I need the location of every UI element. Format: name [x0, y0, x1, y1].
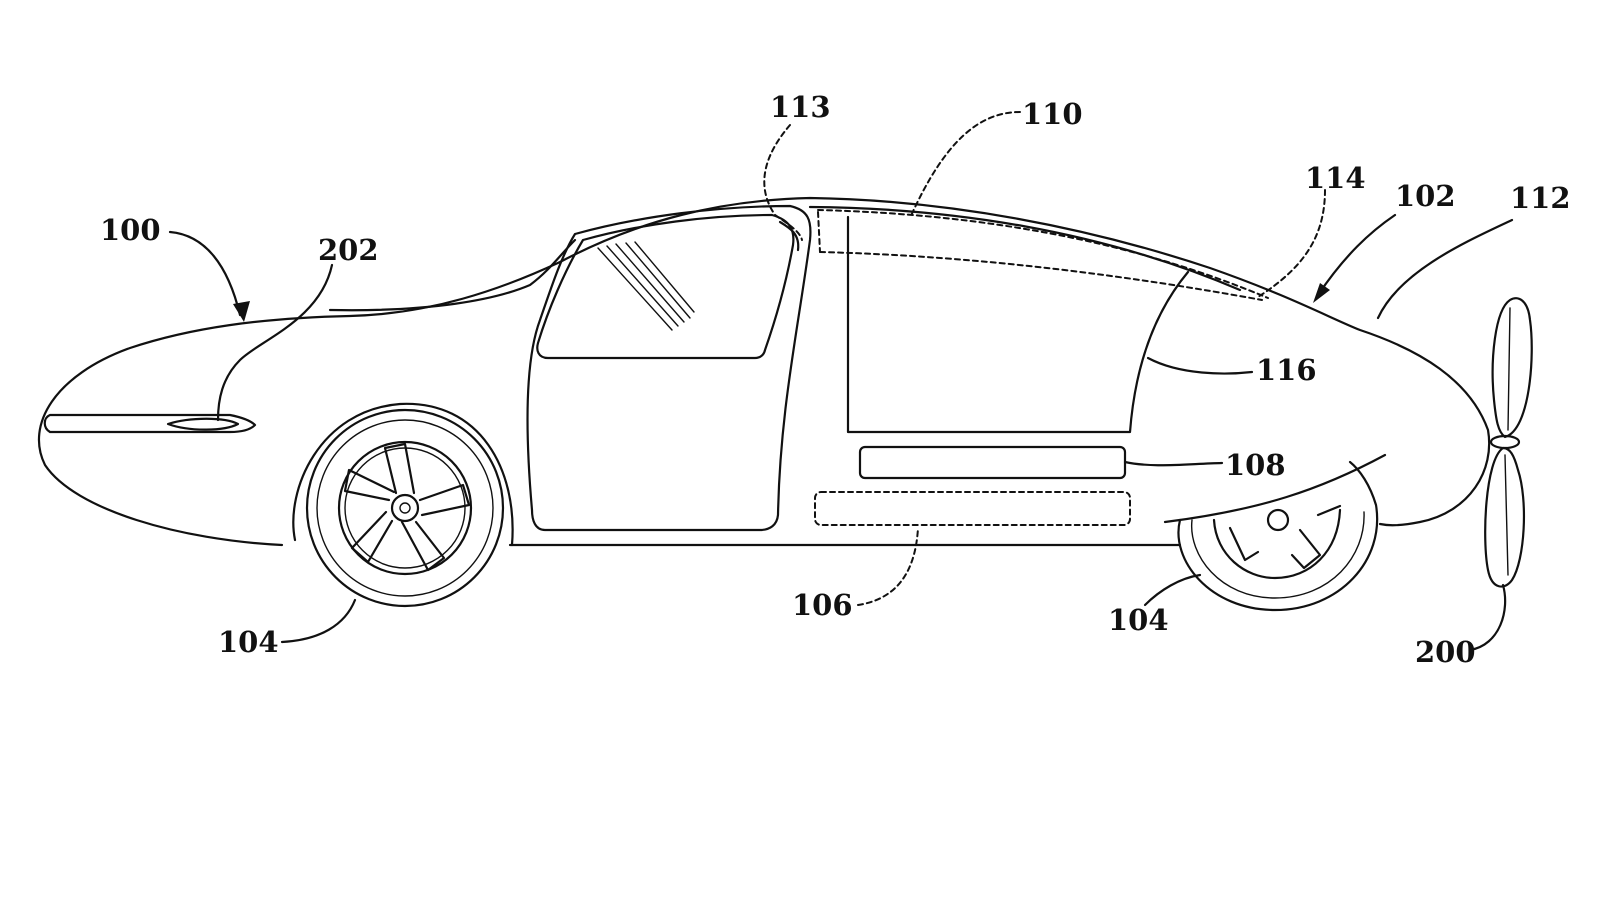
arrow-102: [1313, 283, 1330, 303]
leader-110: [910, 112, 1020, 218]
label-202: 202: [318, 233, 379, 267]
label-104-front: 104: [218, 625, 279, 659]
leader-202: [218, 265, 332, 420]
battery-pack: [860, 447, 1125, 478]
label-100: 100: [100, 213, 161, 247]
rear-door-outline: [848, 217, 1188, 432]
label-113: 113: [770, 90, 831, 124]
roof-unit-front: [818, 212, 820, 252]
leader-100: [170, 232, 240, 315]
front-window: [537, 215, 793, 358]
roof-unit-lower: [820, 252, 1262, 300]
rear-wheel: [1178, 462, 1377, 610]
leader-116: [1148, 358, 1252, 374]
leader-114: [1258, 190, 1325, 297]
label-200: 200: [1415, 635, 1476, 669]
label-114: 114: [1305, 161, 1366, 195]
storage-compartment: [815, 492, 1130, 525]
headlight: [45, 415, 255, 432]
label-106: 106: [792, 588, 853, 622]
leader-104-front: [282, 600, 355, 642]
leader-108: [1125, 462, 1222, 465]
label-102: 102: [1395, 179, 1456, 213]
leader-104-rear: [1145, 575, 1200, 605]
label-112: 112: [1510, 181, 1571, 215]
window-glare: [598, 242, 694, 330]
label-108: 108: [1225, 448, 1286, 482]
label-116: 116: [1256, 353, 1317, 387]
label-104-rear: 104: [1108, 603, 1169, 637]
leader-102: [1318, 215, 1395, 295]
arrow-100: [233, 301, 250, 322]
front-wheel: [307, 410, 503, 606]
propeller: [1485, 298, 1532, 586]
label-110: 110: [1022, 97, 1083, 131]
leader-112: [1378, 220, 1512, 318]
front-door-outline: [527, 206, 810, 530]
leader-106: [858, 528, 918, 605]
